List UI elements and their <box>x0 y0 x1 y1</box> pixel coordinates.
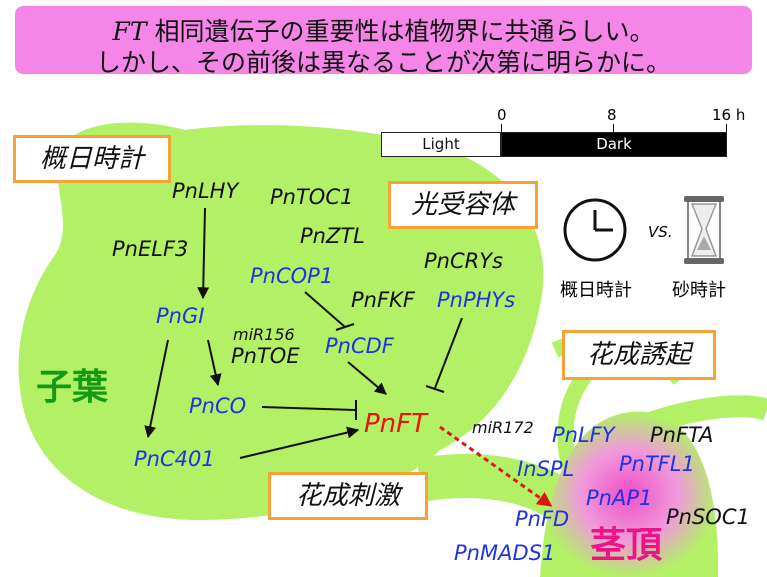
gene-pntoe: PnTOE <box>231 344 300 368</box>
circadian-clock-label: 概日時計 <box>560 280 632 301</box>
arrow-ft-to-apex <box>439 425 553 507</box>
timeline-tick-16: 16 h <box>712 106 746 124</box>
shoot-apex <box>540 411 719 577</box>
gene-pncrys: PnCRYs <box>424 249 503 273</box>
vs-label: VS. <box>648 223 673 241</box>
arrow-co-to-ft <box>261 406 356 411</box>
banner-ft-symbol: FT <box>112 17 147 46</box>
gene-pntfl1: PnTFL1 <box>619 452 695 476</box>
gene-pnfkf: PnFKF <box>351 288 415 312</box>
category-circadian: 概日時計 <box>13 135 171 183</box>
shoot-apex-label: 茎頂 <box>590 525 663 566</box>
cotyledon-label: 子葉 <box>36 367 109 408</box>
title-banner: FT 相同遺伝子の重要性は植物界に共通らしい。 しかし、その前後は異なることが次… <box>15 6 752 77</box>
gene-pnco: PnCO <box>189 394 247 418</box>
gene-pnelf3: PnELF3 <box>112 237 189 261</box>
arrow-c401-to-ft <box>239 426 360 459</box>
gene-pnc401: PnC401 <box>134 447 215 471</box>
category-flower-induction: 花成誘起 <box>562 330 716 380</box>
timeline-tick-mark-0 <box>501 124 502 132</box>
category-photoreceptor: 光受容体 <box>388 181 538 229</box>
arrow-cop1-to-cdf <box>304 291 346 328</box>
gene-pnlfy: PnLFY <box>552 423 615 447</box>
arrow-lhy-to-gi <box>197 207 210 300</box>
gene-pnztl: PnZTL <box>300 224 365 248</box>
arrow-gi-to-co <box>207 339 222 387</box>
gene-pntoc1: PnTOC1 <box>270 185 354 209</box>
hourglass-icon <box>684 196 724 264</box>
gene-pnsoc1: PnSOC1 <box>666 505 750 529</box>
gene-pnlhy: PnLHY <box>172 179 239 203</box>
banner-line-2: しかし、その前後は異なることが次第に明らかに。 <box>95 48 671 77</box>
category-floral-stimulus: 花成刺激 <box>268 472 428 520</box>
timeline-tick-8: 8 <box>607 106 617 124</box>
arrow-phys-to-ft-bar <box>425 385 445 393</box>
arrow-cdf-to-ft <box>347 361 387 395</box>
clock-icon <box>563 198 627 262</box>
timeline-tick-mark-16 <box>726 124 727 132</box>
timeline-tick-0: 0 <box>497 106 507 124</box>
banner-line-1: FT 相同遺伝子の重要性は植物界に共通らしい。 <box>15 12 752 48</box>
timeline-dark-segment: Dark <box>501 132 727 157</box>
arrow-cop1-to-cdf-bar <box>335 323 355 331</box>
timeline-tick-mark-8 <box>613 124 614 132</box>
arrow-phys-to-ft <box>434 317 463 389</box>
gene-mir156: miR156 <box>233 325 295 344</box>
gene-mir172: miR172 <box>472 418 534 437</box>
timeline-light-segment: Light <box>381 132 501 157</box>
hourglass-label: 砂時計 <box>672 280 726 301</box>
gene-inspl: InSPL <box>517 457 575 481</box>
gene-pngi: PnGI <box>156 304 205 328</box>
gene-pnap1: PnAP1 <box>586 486 653 510</box>
gene-pnmads1: PnMADS1 <box>454 541 556 565</box>
arrow-gi-to-c401 <box>144 339 169 439</box>
gene-pncdf: PnCDF <box>325 334 394 358</box>
gene-pnfta: PnFTA <box>650 423 714 447</box>
banner-line-1-text: 相同遺伝子の重要性は植物界に共通らしい。 <box>154 17 655 46</box>
gene-pncop1: PnCOP1 <box>250 264 334 288</box>
gene-pnft: PnFT <box>364 409 427 439</box>
gene-pnphys: PnPHYs <box>437 288 516 312</box>
gene-pnfd: PnFD <box>515 507 570 531</box>
